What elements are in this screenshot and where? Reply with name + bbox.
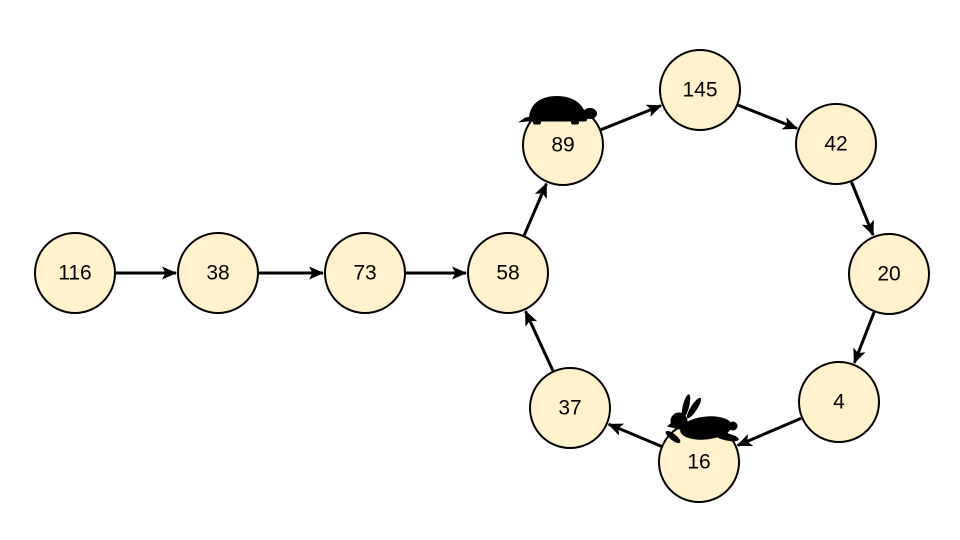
node-circle <box>467 232 549 314</box>
edge-58-to-89 <box>522 182 548 236</box>
node-label: 37 <box>558 397 581 420</box>
node-circle <box>324 232 406 314</box>
node-circle <box>34 232 116 314</box>
node-116: 116 <box>34 232 116 314</box>
hare-icon <box>665 394 739 444</box>
edge-42-to-20 <box>850 181 875 237</box>
node-42: 42 <box>795 103 877 185</box>
node-label: 58 <box>496 262 519 285</box>
node-label: 16 <box>687 451 710 474</box>
node-89: 89 <box>522 104 604 186</box>
node-label: 73 <box>353 262 376 285</box>
node-145: 145 <box>659 49 741 131</box>
node-37: 37 <box>529 367 611 449</box>
edge-37-to-58 <box>524 310 555 372</box>
node-circle <box>659 49 741 131</box>
tortoise-icon <box>518 96 597 125</box>
node-73: 73 <box>324 232 406 314</box>
node-circle <box>798 361 880 443</box>
node-38: 38 <box>177 232 259 314</box>
node-label: 145 <box>682 79 717 102</box>
node-label: 20 <box>877 263 900 286</box>
edge-16-to-37 <box>607 422 662 448</box>
node-20: 20 <box>848 233 930 315</box>
node-label: 116 <box>58 262 91 285</box>
node-label: 89 <box>551 134 574 157</box>
node-4: 4 <box>798 361 880 443</box>
edge-145-to-42 <box>737 103 798 130</box>
node-58: 58 <box>467 232 549 314</box>
edge-20-to-4 <box>852 311 876 364</box>
node-circle <box>795 103 877 185</box>
node-label: 38 <box>206 262 229 285</box>
node-label: 42 <box>824 133 847 156</box>
node-layer: 116 38 73 58 89 145 42 20 4 16 37 <box>34 49 930 503</box>
edge-4-to-16 <box>736 416 802 447</box>
node-circle <box>848 233 930 315</box>
node-circle <box>177 232 259 314</box>
node-circle <box>529 367 611 449</box>
edge-layer <box>116 103 876 448</box>
node-label: 4 <box>833 391 845 414</box>
edge-89-to-145 <box>600 104 662 132</box>
